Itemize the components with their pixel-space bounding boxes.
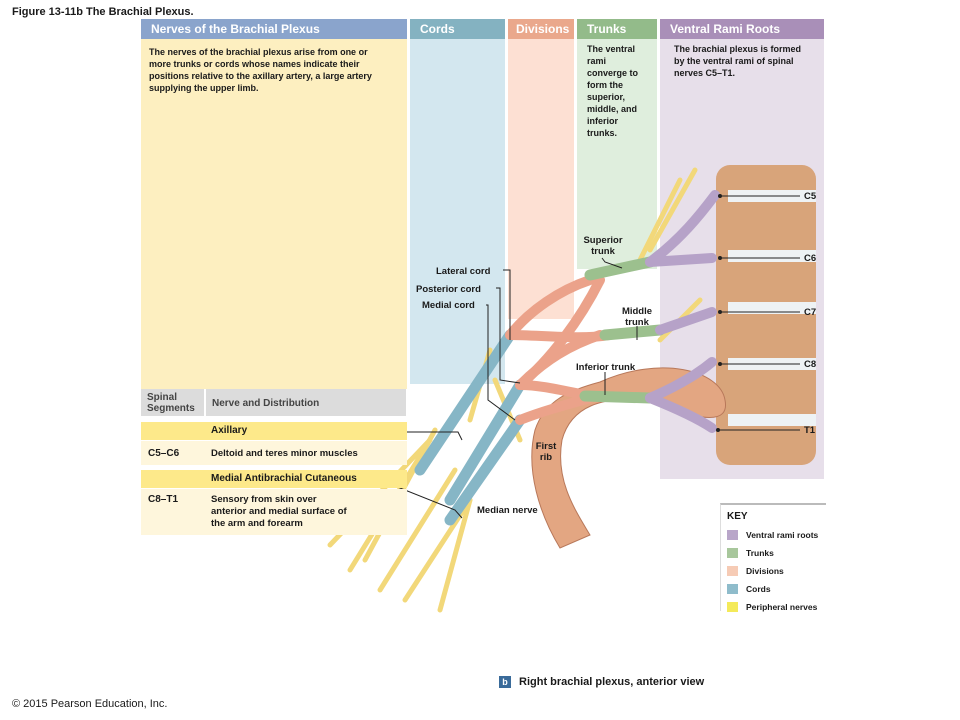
key-item-cords: Cords [727, 580, 826, 598]
table-row-mac-nerve: Medial Antibrachial Cutaneous [141, 470, 407, 488]
caption-badge: b [499, 676, 511, 688]
label-c6: C6 [804, 253, 817, 264]
table-header-nerve: Nerve and Distribution [206, 389, 406, 416]
key-item-divisions: Divisions [727, 562, 826, 580]
first-rib-illustration [531, 367, 726, 549]
key-swatch [727, 530, 738, 540]
label-c5: C5 [804, 191, 817, 202]
color-key: KEY Ventral rami roots Trunks Divisions … [720, 503, 826, 612]
table-row-mac-segments: C8–T1 [148, 494, 179, 505]
trunks-description: The ventral rami converge to form the su… [587, 44, 639, 138]
key-item-trunks: Trunks [727, 544, 826, 562]
label-c8: C8 [804, 359, 817, 370]
table-row-mac-description: Sensory from skin over anterior and medi… [211, 494, 347, 529]
copyright: © 2015 Pearson Education, Inc. [12, 698, 168, 710]
label-superior-trunk: Superior trunk [583, 235, 623, 257]
key-swatch [727, 602, 738, 612]
key-swatch [727, 584, 738, 594]
ventral-text: The brachial plexus is formed by the ven… [674, 44, 802, 78]
label-middle-trunk: Middle trunk [621, 306, 653, 328]
caption-text: Right brachial plexus, anterior view [519, 676, 705, 688]
table-row-axillary-segments: C5–C6 [148, 448, 180, 459]
ventral-header: Ventral Rami Roots [660, 19, 824, 39]
cords [414, 329, 526, 526]
ventral-rami-roots [645, 190, 720, 433]
label-first-rib: First rib [535, 441, 557, 463]
divisions-column-bg [508, 39, 574, 319]
trunks-column-bg [577, 39, 657, 269]
figure-caption: b Right brachial plexus, anterior view [499, 676, 704, 688]
ventral-range: C5–T1. [705, 68, 736, 78]
key-label: Peripheral nerves [746, 602, 818, 612]
table-row-axillary-description: Deltoid and teres minor muscles [211, 448, 358, 459]
key-label: Divisions [746, 566, 784, 576]
cords-header: Cords [410, 19, 505, 39]
key-swatch [727, 566, 738, 576]
nerves-column-bg [141, 39, 407, 389]
nerves-header: Nerves of the Brachial Plexus [141, 19, 407, 39]
key-label: Cords [746, 584, 771, 594]
key-item-ventral-rami: Ventral rami roots [727, 526, 826, 544]
divisions-header: Divisions [508, 19, 574, 39]
table-header-nerve-text: Nerve and Distribution [212, 398, 320, 409]
vertebral-column-illustration [716, 165, 816, 465]
nerves-description: The nerves of the brachial plexus arise … [149, 47, 372, 93]
key-label: Trunks [746, 548, 774, 558]
key-title: KEY [727, 511, 748, 522]
figure-title: Figure 13-11b The Brachial Plexus. [12, 6, 194, 18]
key-item-peripheral: Peripheral nerves [727, 598, 826, 616]
trunks [579, 256, 666, 404]
label-median-nerve: Median nerve [477, 505, 538, 516]
table-row-mac-bg [141, 489, 407, 535]
label-t1: T1 [804, 425, 816, 436]
table-header-segments: Spinal Segments [141, 389, 204, 416]
label-c7: C7 [804, 307, 817, 318]
trunks-header: Trunks [577, 19, 657, 39]
label-medial-cord: Medial cord [422, 300, 475, 311]
leader-dots [716, 194, 722, 432]
label-lateral-cord: Lateral cord [436, 266, 491, 277]
cords-column-bg [410, 39, 505, 384]
label-inferior-trunk: Inferior trunk [576, 362, 636, 373]
key-swatch [727, 548, 738, 558]
table-row-axillary-nerve: Axillary [141, 422, 407, 440]
label-posterior-cord: Posterior cord [416, 284, 481, 295]
ventral-description: The brachial plexus is formed by the ven… [666, 37, 816, 85]
key-label: Ventral rami roots [746, 530, 819, 540]
table-row-axillary-bg [141, 441, 407, 465]
